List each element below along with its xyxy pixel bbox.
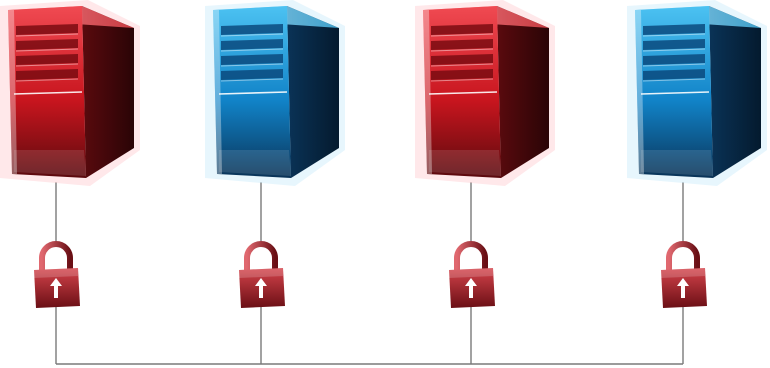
server-tower-icon: [627, 0, 767, 186]
padlock-icon: [239, 244, 285, 308]
connection-lines: [56, 182, 683, 364]
padlock-icon: [34, 244, 80, 308]
server-tower-icon: [415, 0, 555, 186]
server-tower-icon: [205, 0, 345, 186]
lock-row: [34, 244, 707, 308]
server-row: [0, 0, 767, 186]
server-tower-icon: [0, 0, 140, 186]
padlock-icon: [661, 244, 707, 308]
padlock-icon: [449, 244, 495, 308]
